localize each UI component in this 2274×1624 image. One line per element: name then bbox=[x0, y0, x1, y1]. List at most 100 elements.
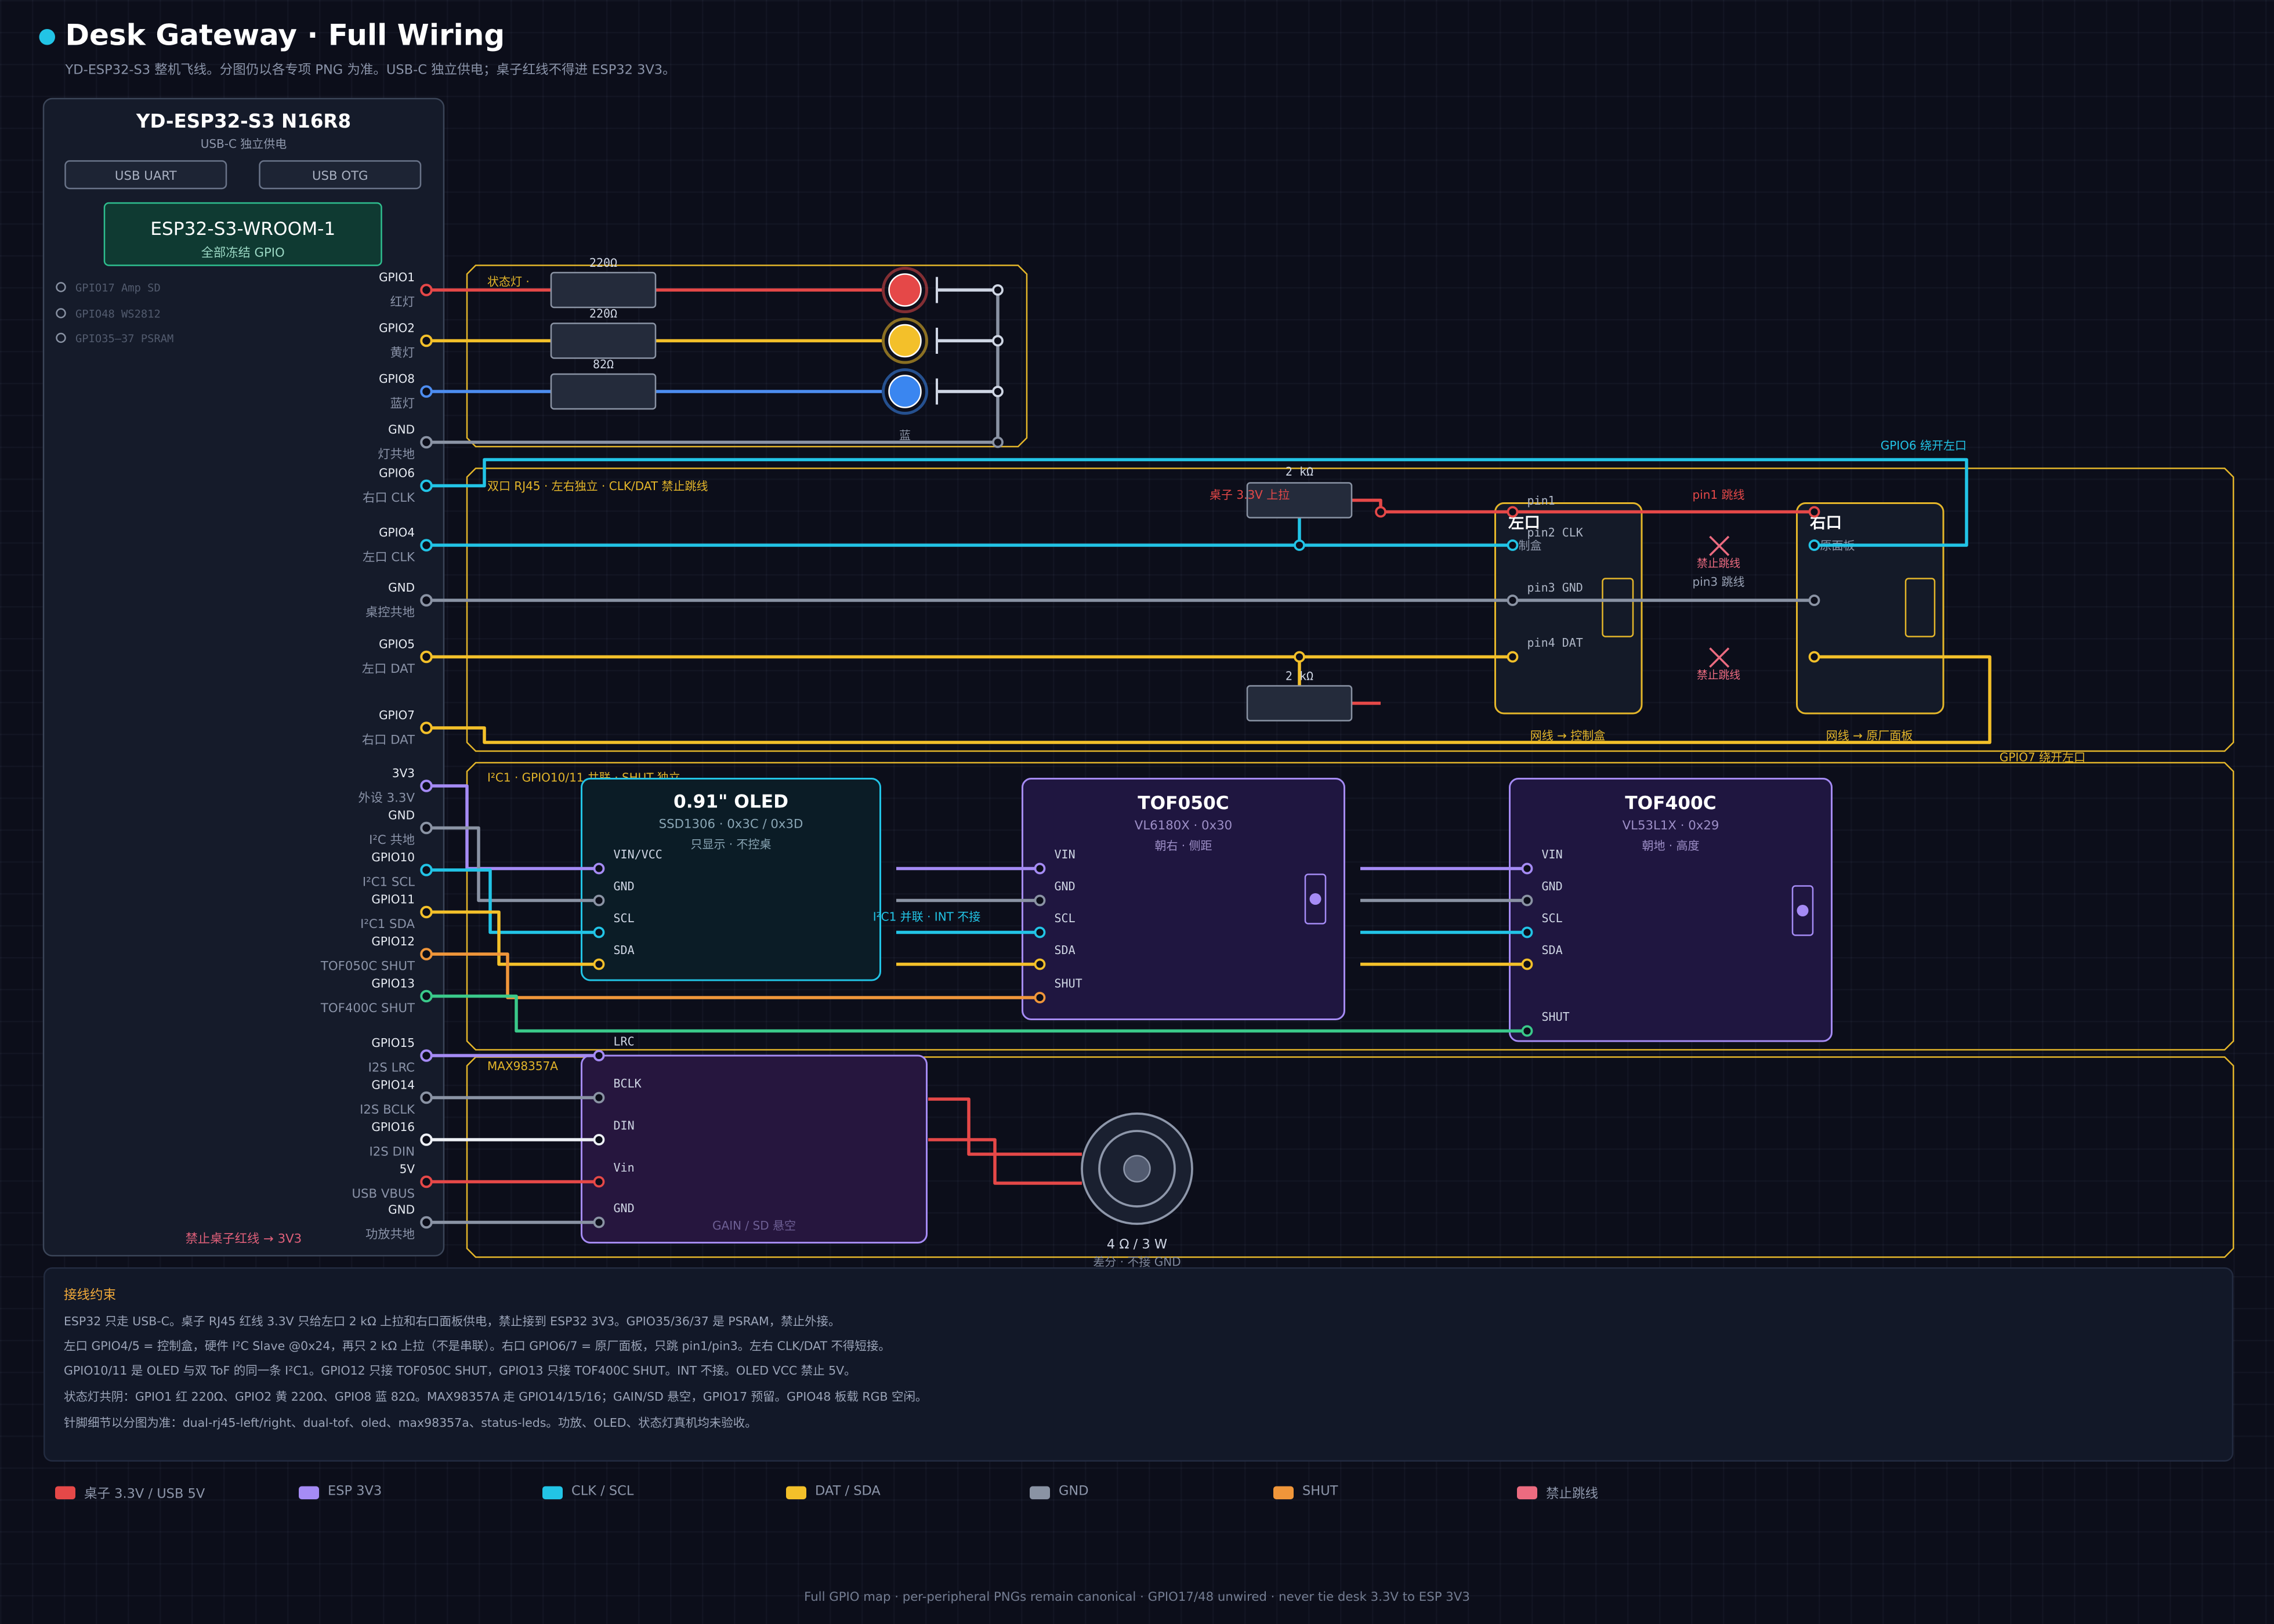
module-sub: 全部冻结 GPIO bbox=[201, 246, 285, 260]
oled-pin-label: VIN/VCC bbox=[614, 847, 662, 861]
wire-terminal bbox=[992, 284, 1004, 296]
board-pin-terminal[interactable] bbox=[420, 479, 433, 492]
left-pin3-label: pin3 GND bbox=[1527, 581, 1583, 594]
board-pin-terminal[interactable] bbox=[420, 385, 433, 398]
constraint-line: 针脚细节以分图为准：dual-rj45-left/right、dual-tof、… bbox=[64, 1415, 757, 1430]
usb-uart-port[interactable]: USB UART bbox=[64, 160, 227, 190]
board-pin-terminal[interactable] bbox=[420, 1175, 433, 1188]
blue-led-label: 蓝 bbox=[899, 429, 911, 443]
tof400c-pin-label: SCL bbox=[1542, 911, 1563, 925]
legend-swatch bbox=[299, 1485, 319, 1499]
pin-name: GPIO1 bbox=[379, 270, 415, 284]
wire-terminal bbox=[593, 1050, 605, 1061]
legend-item: 禁止跳线 bbox=[1517, 1484, 1599, 1502]
left-pin2-label: pin2 CLK bbox=[1527, 525, 1583, 539]
wire-terminal bbox=[593, 1176, 605, 1188]
usb-uart-label: USB UART bbox=[115, 169, 178, 183]
pin-name: 5V bbox=[400, 1162, 415, 1176]
wire-terminal bbox=[593, 1134, 605, 1146]
tof050c-note: 朝右 · 侧距 bbox=[1154, 839, 1212, 853]
wire-terminal bbox=[1294, 539, 1305, 551]
reserved-pin-icon bbox=[56, 282, 66, 292]
board-pin-terminal[interactable] bbox=[420, 948, 433, 960]
led-halo-icon bbox=[882, 267, 928, 313]
wire-terminal bbox=[593, 862, 605, 875]
pin-desc: TOF050C SHUT bbox=[320, 959, 415, 974]
pin-name: GND bbox=[388, 581, 415, 594]
board-pin-terminal[interactable] bbox=[420, 539, 433, 552]
constraints-heading: 接线约束 bbox=[64, 1289, 117, 1304]
board-pin-terminal[interactable] bbox=[420, 1133, 433, 1146]
constraint-line: ESP32 只走 USB-C。桌子 RJ45 红线 3.3V 只给左口 2 kΩ… bbox=[64, 1314, 841, 1328]
pin-desc: I2S LRC bbox=[368, 1061, 415, 1075]
board-pin-terminal[interactable] bbox=[420, 334, 433, 347]
board-pin-terminal[interactable] bbox=[420, 1091, 433, 1104]
speaker-ring-icon bbox=[1098, 1130, 1176, 1208]
tof050c-pin-label: VIN bbox=[1055, 847, 1076, 861]
led-section-title: 状态灯 · bbox=[487, 275, 530, 289]
forbid-dat-icon bbox=[1709, 647, 1730, 668]
pin-desc: I²C1 SCL bbox=[363, 875, 415, 890]
board-pin-terminal[interactable] bbox=[420, 722, 433, 734]
amp-section-title: MAX98357A bbox=[487, 1059, 558, 1073]
wire-terminal bbox=[992, 386, 1004, 397]
pin-desc: USB VBUS bbox=[352, 1187, 415, 1201]
rj45-left-latch bbox=[1602, 578, 1634, 637]
tof400c-lens-icon bbox=[1797, 905, 1809, 916]
pullup-top-value: 2 kΩ bbox=[1286, 465, 1313, 478]
wire-terminal bbox=[992, 335, 1004, 347]
pin-name: GPIO4 bbox=[379, 525, 415, 539]
led-resistor-value: 220Ω bbox=[589, 256, 617, 270]
pin-desc: 黄灯 bbox=[390, 346, 415, 360]
led-halo-icon bbox=[882, 368, 928, 415]
legend-swatch bbox=[1030, 1485, 1050, 1499]
tof400c-title: TOF400C bbox=[1625, 793, 1716, 814]
legend-swatch bbox=[1273, 1485, 1294, 1499]
pin-desc: 功放共地 bbox=[365, 1227, 415, 1242]
pin-desc: I2S BCLK bbox=[360, 1103, 415, 1117]
board-pin-terminal[interactable] bbox=[420, 905, 433, 919]
board-pin-terminal[interactable] bbox=[420, 1049, 433, 1062]
speaker-note: 差分 · 不接 GND bbox=[1093, 1255, 1181, 1269]
usb-otg-port[interactable]: USB OTG bbox=[259, 160, 422, 190]
wire-terminal bbox=[1808, 539, 1820, 551]
board-pin-terminal[interactable] bbox=[420, 821, 433, 835]
board-pin-terminal[interactable] bbox=[420, 650, 433, 664]
wire-led-gnd bbox=[426, 290, 1000, 444]
pin-name: GPIO10 bbox=[371, 850, 415, 864]
pin-name: GPIO13 bbox=[371, 977, 415, 991]
legend-item: ESP 3V3 bbox=[299, 1484, 382, 1501]
rj45-right-latch bbox=[1904, 578, 1936, 637]
led-resistor bbox=[550, 322, 657, 359]
pin-desc: I²C1 SDA bbox=[360, 917, 415, 931]
board-pin-terminal[interactable] bbox=[420, 989, 433, 1003]
tof400c-pin-label: GND bbox=[1542, 879, 1563, 893]
components: 220Ω220Ω82ΩVIN/VCCGNDSCLSDAVINGNDSCLSDAS… bbox=[420, 256, 1820, 1229]
wire-terminal bbox=[1034, 862, 1046, 875]
pin-name: GND bbox=[388, 423, 415, 437]
board-pin-terminal[interactable] bbox=[420, 780, 433, 792]
wire-terminal bbox=[1521, 926, 1533, 938]
board-warning: 禁止桌子红线 → 3V3 bbox=[186, 1232, 302, 1246]
pin-name: GPIO7 bbox=[379, 708, 415, 722]
board-pin-terminal[interactable] bbox=[420, 594, 433, 607]
wire-gnd-oled bbox=[426, 826, 599, 902]
wire-speaker-plus bbox=[928, 1097, 1082, 1156]
pin-desc: TOF400C SHUT bbox=[320, 1001, 415, 1016]
board-pin-terminal[interactable] bbox=[420, 1216, 433, 1229]
board-pin-terminal[interactable] bbox=[420, 284, 433, 296]
legend-label: 禁止跳线 bbox=[1546, 1487, 1599, 1502]
legend-label: SHUT bbox=[1302, 1485, 1338, 1499]
board-pin-terminal[interactable] bbox=[420, 864, 433, 876]
speaker-rating: 4 Ω / 3 W bbox=[1107, 1237, 1167, 1252]
pin1-jump-label: pin1 跳线 bbox=[1692, 488, 1744, 502]
pin-desc: 左口 DAT bbox=[362, 662, 415, 676]
board-panel bbox=[42, 97, 445, 1257]
page-subtitle: YD-ESP32-S3 整机飞线。分图仍以各专项 PNG 为准。USB-C 独立… bbox=[65, 64, 676, 78]
constraints-panel: 接线约束 ESP32 只走 USB-C。桌子 RJ45 红线 3.3V 只给左口… bbox=[44, 1267, 2233, 1462]
board-pin-terminal[interactable] bbox=[420, 436, 433, 449]
tof050c-sensor bbox=[1304, 873, 1327, 925]
wire-terminal bbox=[1507, 651, 1519, 663]
